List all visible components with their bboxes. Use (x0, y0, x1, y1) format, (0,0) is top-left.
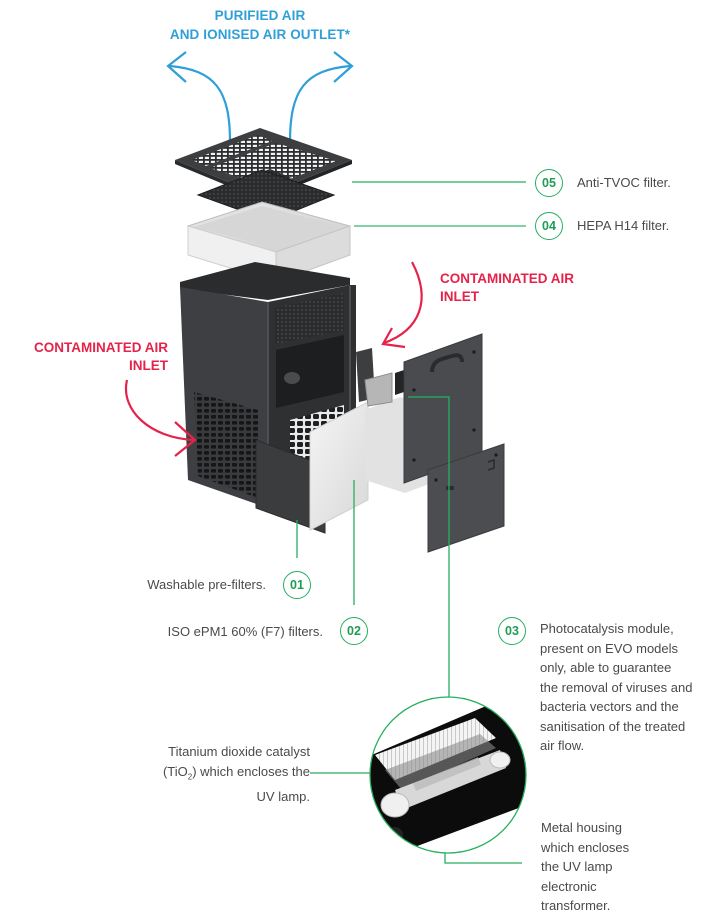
inlet-left-line2: INLET (129, 358, 168, 373)
outlet-title-line2: AND IONISED AIR OUTLET* (169, 27, 351, 42)
main-cabinet (180, 262, 356, 508)
inlet-right-line2: INLET (440, 289, 479, 304)
catalyst-line2: (TiO2) which encloses the (100, 762, 310, 787)
housing-line: Metal housing (541, 820, 622, 835)
callout-label-03: Photocatalysis module, present on EVO mo… (540, 619, 726, 756)
outlet-arrow-icon-left (166, 51, 232, 143)
catalyst-line1: Titanium dioxide catalyst (168, 744, 310, 759)
catalyst-formula-pre: (TiO (162, 763, 188, 779)
callout-label-01: Washable pre-filters. (147, 577, 266, 592)
callout-03-line: bacteria vectors and the (540, 699, 679, 714)
inlet-arrow-icon-left (124, 379, 197, 457)
callout-lines (296, 181, 526, 864)
inlet-right-line1: CONTAMINATED AIR (440, 271, 574, 286)
catalyst-formula-sub: 2 (187, 772, 193, 782)
catalyst-formula-post: ) which encloses the (192, 763, 310, 779)
housing-label: Metal housing which encloses the UV lamp… (541, 818, 721, 916)
callout-03-line: the removal of viruses and (540, 679, 693, 695)
housing-line: which encloses (541, 839, 630, 855)
inlet-title-right: CONTAMINATED AIR INLET (440, 270, 600, 306)
outlet-grille (175, 128, 352, 200)
inlet-left-line1: CONTAMINATED AIR (34, 340, 168, 355)
uv-lamp-detail-magnifier (369, 696, 527, 854)
callout-03-line: present on EVO models (540, 640, 679, 656)
callout-03-line: only, able to guarantee (540, 660, 672, 675)
housing-line: the UV lamp (541, 859, 613, 874)
catalyst-label: Titanium dioxide catalyst (TiO2) which e… (100, 742, 310, 806)
outlet-arrow-icon-right (288, 51, 354, 143)
callout-label-02: ISO ePM1 60% (F7) filters. (167, 624, 323, 639)
hepa-filter (186, 201, 352, 283)
inlet-title-left: CONTAMINATED AIR INLET (20, 339, 168, 375)
outlet-title-line1: PURIFIED AIR (214, 8, 306, 23)
housing-line: electronic (541, 878, 597, 894)
callout-03-line: Photocatalysis module, (540, 621, 674, 636)
outlet-title: PURIFIED AIR AND IONISED AIR OUTLET* (150, 6, 370, 44)
housing-line: transformer. (541, 898, 611, 913)
washable-pre-filter (255, 439, 326, 534)
callout-label-04: HEPA H14 filter. (577, 218, 670, 233)
callout-badge-05: 05 (535, 169, 563, 197)
callout-badge-01: 01 (283, 571, 311, 599)
callout-03-line: sanitisation of the treated (540, 718, 686, 734)
callout-label-05: Anti-TVOC filter. (577, 175, 671, 190)
callout-badge-04: 04 (535, 212, 563, 240)
catalyst-line3: UV lamp. (256, 788, 310, 804)
inlet-arrow-icon-right (381, 261, 423, 349)
lower-side-panel (427, 443, 505, 553)
callout-badge-02: 02 (340, 617, 368, 645)
callout-badge-03: 03 (498, 617, 526, 645)
callout-03-line: air flow. (540, 738, 585, 753)
